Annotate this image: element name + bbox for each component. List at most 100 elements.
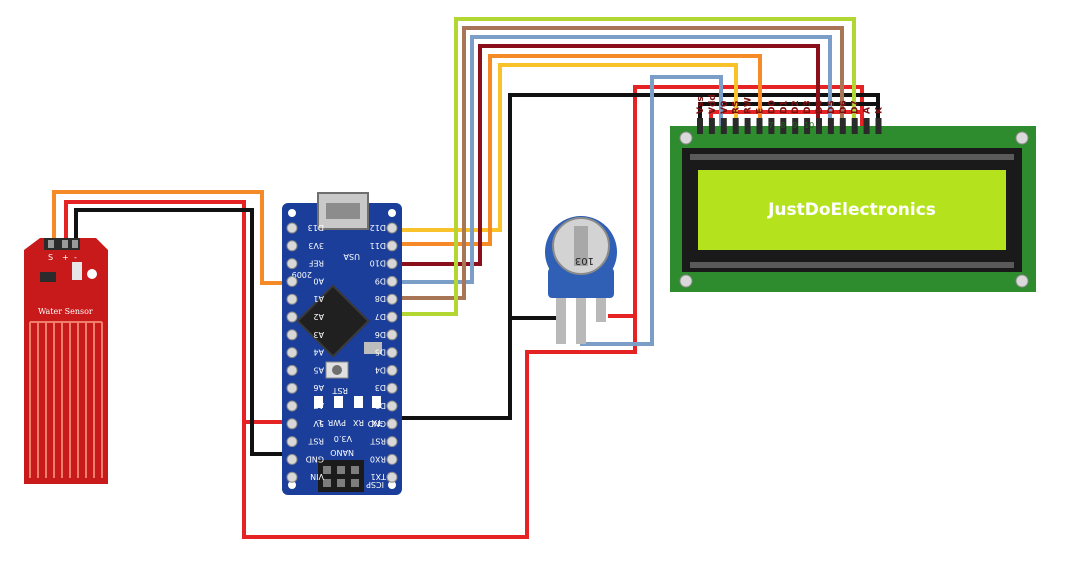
lcd-pin-label: D5 — [827, 100, 837, 114]
wire-sensor-vcc — [64, 200, 290, 424]
lcd-pin-label: D2 — [791, 100, 801, 114]
lcd-pin-a — [863, 118, 870, 134]
lcd-hole-br — [1015, 274, 1029, 288]
lcd-pin-d7 — [851, 118, 858, 134]
arduino-pin-a3 — [286, 329, 298, 341]
model-label: NANO — [330, 448, 354, 457]
arduino-pin-a4 — [286, 347, 298, 359]
led-l — [314, 396, 323, 408]
arduino-pin-label: D12 — [370, 223, 386, 232]
sensor-pin-label-minus: - — [74, 253, 77, 262]
arduino-pin-d5 — [386, 347, 398, 359]
arduino-pin-tx1 — [386, 471, 398, 483]
lcd-pin-label: D0 — [767, 100, 777, 114]
arduino-pin-label: 5V — [313, 419, 324, 428]
lcd-pin-number: 9 — [792, 121, 797, 130]
lcd-pin-number: 10 — [804, 121, 814, 130]
arduino-pin-label: D3 — [375, 383, 386, 392]
arduino-pin-d3 — [386, 382, 398, 394]
lcd-pin-rs — [732, 118, 739, 134]
lcd-hole-tl — [679, 131, 693, 145]
arduino-pin-label: RST — [370, 437, 386, 446]
arduino-pin-label: D2 — [375, 401, 386, 410]
led-tx — [372, 396, 381, 408]
mount-hole-br — [388, 481, 396, 489]
arduino-pin-d6 — [386, 329, 398, 341]
arduino-pin-label: A5 — [313, 365, 324, 374]
mount-hole-bl — [288, 481, 296, 489]
lcd-screen — [698, 170, 1006, 250]
pot-label: 103 — [575, 255, 594, 266]
arduino-pin-5v — [286, 418, 298, 430]
lcd-pin-label: Vss — [696, 96, 706, 114]
sensor-pin-minus — [72, 240, 78, 248]
arduino-pin-ref — [286, 258, 298, 270]
lcd-pin-label: K — [875, 106, 885, 114]
arduino-pin-a1 — [286, 293, 298, 305]
arduino-pin-label: 3V3 — [308, 241, 324, 250]
arduino-pin-label: GND — [306, 454, 324, 463]
led-label-tx: TX — [371, 418, 383, 427]
arduino-pin-label: A4 — [313, 348, 324, 357]
lcd-pin-number: 7 — [768, 121, 773, 130]
year-label: 2009 — [292, 270, 312, 279]
version-label: V3.0 — [334, 434, 352, 443]
usb-port-opening — [326, 203, 360, 219]
arduino-pin-a6 — [286, 382, 298, 394]
lcd-pin-vdd — [708, 118, 715, 134]
arduino-pin-label: D10 — [370, 259, 386, 268]
arduino-pin-d12 — [386, 222, 398, 234]
arduino-pin-label: A1 — [313, 294, 324, 303]
arduino-pin-rst — [386, 436, 398, 448]
crystal — [364, 342, 382, 354]
sensor-pin-s — [48, 240, 54, 248]
arduino-pin-a2 — [286, 311, 298, 323]
lcd-pin-label: Vdd — [708, 94, 718, 114]
lcd-pin-label: A — [863, 107, 873, 114]
lcd-hole-tr — [1015, 131, 1029, 145]
arduino-pin-vin — [286, 471, 298, 483]
arduino-pin-label: A6 — [313, 383, 324, 392]
arduino-pin-d4 — [386, 364, 398, 376]
sensor-pin-label-plus: + — [62, 253, 69, 262]
arduino-pin-d11 — [386, 240, 398, 252]
arduino-pin-label: A0 — [313, 276, 324, 285]
arduino-pin-d9 — [386, 275, 398, 287]
sensor-mount-hole — [87, 269, 97, 279]
lcd-pin-d5 — [827, 118, 834, 134]
lcd-pin-label: E — [756, 108, 766, 114]
lcd-pin-d2 — [792, 118, 799, 134]
arduino-pin-d7 — [386, 311, 398, 323]
arduino-pin-label: A3 — [313, 330, 324, 339]
lcd-pin-label: D6 — [839, 100, 849, 114]
lcd-hole-bl — [679, 274, 693, 288]
pot-slot[interactable] — [574, 226, 588, 266]
arduino-pin-label: RX0 — [370, 454, 386, 463]
arduino-pin-label: A2 — [313, 312, 324, 321]
arduino-board — [282, 203, 402, 495]
pot-leg-left — [556, 294, 566, 344]
reset-button-cap[interactable] — [332, 365, 342, 375]
arduino-pin-label: D8 — [375, 294, 386, 303]
arduino-pin-label: D11 — [370, 241, 386, 250]
lcd-pin-label: V0 — [720, 101, 730, 114]
wire-d8-d6 — [394, 26, 844, 300]
arduino-pin-d2 — [386, 400, 398, 412]
arduino-pin-label: TX1 — [371, 472, 387, 481]
reset-label: RST — [332, 386, 348, 395]
lcd-bezel-top — [690, 154, 1014, 160]
lcd-pin-label: D7 — [851, 100, 861, 114]
wires — [52, 17, 880, 539]
led-pwr — [334, 396, 343, 408]
arduino-pin-label: VIN — [310, 472, 324, 481]
pot-leg-middle — [576, 294, 586, 344]
sensor-pin-plus — [62, 240, 68, 248]
lcd-pin-e — [756, 118, 763, 134]
lcd-pin-d1 — [780, 118, 787, 134]
arduino-pin-label: D4 — [375, 365, 386, 374]
arduino-pin-a0 — [286, 275, 298, 287]
lcd-pin-label: D1 — [779, 100, 789, 114]
lcd-pin-v0 — [720, 118, 727, 134]
wire-sensor-gnd — [74, 208, 290, 456]
